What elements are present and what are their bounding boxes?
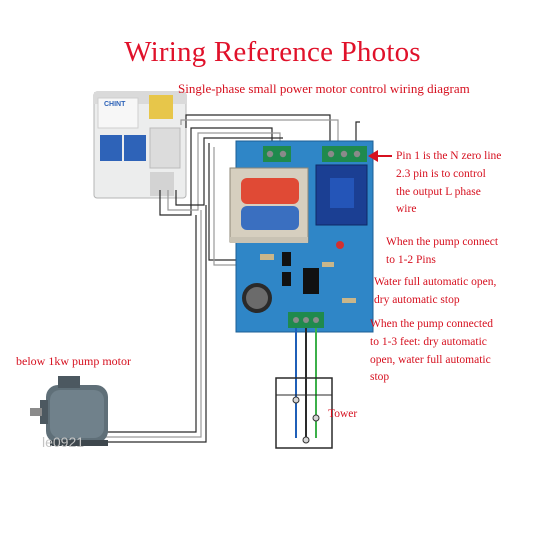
- pump-motor: [30, 376, 108, 446]
- note-water-full: Water full automatic open, dry automatic…: [374, 274, 496, 310]
- control-board: [229, 140, 374, 333]
- pin-arrow: [368, 150, 392, 162]
- note-line: the output L phase: [396, 185, 481, 198]
- note-line: When the pump connected: [370, 318, 493, 330]
- note-pump-1-2: When the pump connect to 1-2 Pins: [386, 234, 498, 270]
- note-line: to 1-3 feet: dry automatic: [370, 335, 487, 348]
- note-line: to 1-2 Pins: [386, 253, 436, 266]
- circuit-breaker: [93, 91, 187, 199]
- water-tower: [275, 377, 333, 449]
- probe-wires: [295, 328, 317, 438]
- note-line: stop: [370, 371, 390, 384]
- note-line: wire: [396, 203, 417, 216]
- note-pin1: Pin 1 is the N zero line 2.3 pin is to c…: [396, 148, 501, 219]
- motor-label: below 1kw pump motor: [16, 354, 131, 368]
- tower-label: Tower: [328, 408, 358, 420]
- note-line: open, water full automatic: [370, 353, 491, 366]
- motor-wires: [92, 121, 360, 443]
- breaker-brand: CHINT: [104, 101, 126, 108]
- note-line: Pin 1 is the N zero line: [396, 150, 502, 162]
- note-line: Water full automatic open,: [374, 276, 497, 288]
- note-pump-1-3: When the pump connected to 1-3 feet: dry…: [370, 316, 493, 387]
- note-line: dry automatic stop: [374, 293, 460, 306]
- breaker-wires: [159, 114, 339, 266]
- note-line: When the pump connect: [386, 236, 499, 248]
- diagram-subtitle: Single-phase small power motor control w…: [178, 81, 470, 96]
- note-line: 2.3 pin is to control: [396, 167, 486, 180]
- page-title: Wiring Reference Photos: [124, 36, 421, 68]
- watermark: le0921: [42, 434, 85, 450]
